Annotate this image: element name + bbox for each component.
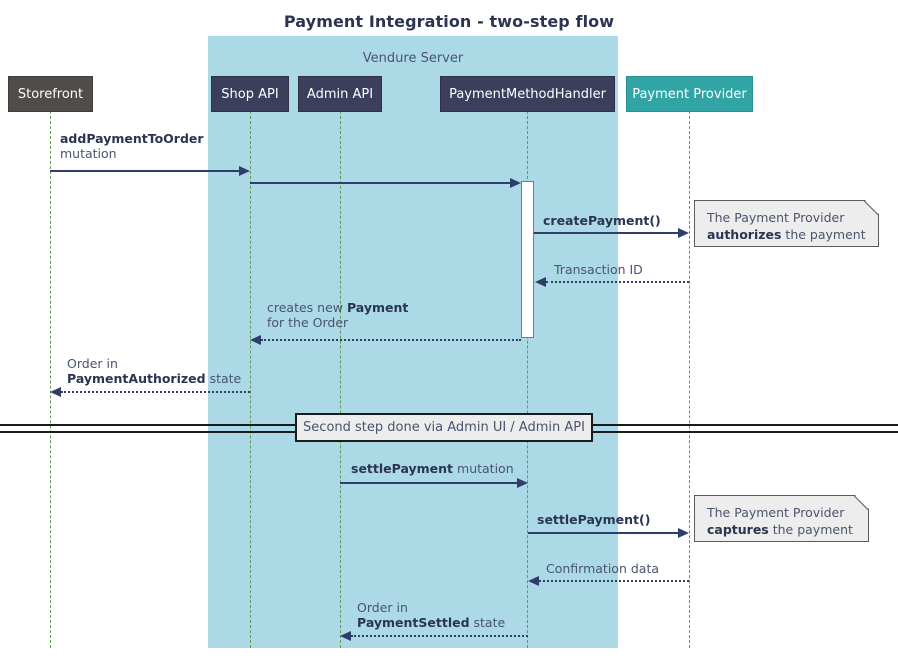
note-bold-authorizes: authorizes [707, 227, 782, 242]
group-label: Vendure Server [362, 51, 464, 66]
divider-box: Second step done via Admin UI / Admin AP… [295, 413, 593, 442]
note-bold-captures: captures [707, 522, 769, 537]
message-bold-settle-payment-call: settlePayment() [537, 512, 651, 527]
message-label-creates-new-payment: creates new Payment for the Order [267, 300, 408, 330]
participant-label-payment-provider: Payment Provider [632, 86, 747, 102]
activation-bar-payment-method-handler [521, 181, 534, 338]
message-post-state-1: state [205, 371, 242, 386]
message-line1-order-in: Order in [67, 356, 118, 371]
note-line1-captures: The Payment Provider [707, 505, 845, 520]
message-bold-create-payment: createPayment() [543, 213, 661, 228]
message-line-settle-payment-call [528, 532, 678, 534]
lifeline-shop-api [250, 111, 251, 648]
message-label-order-payment-authorized: Order in PaymentAuthorized state [67, 356, 241, 386]
arrow-head-settle-payment-mutation [517, 478, 528, 488]
message-label-settle-payment-call: settlePayment() [537, 512, 650, 527]
message-bold-payment-settled: PaymentSettled [357, 615, 470, 630]
message-bold-payment: Payment [346, 300, 409, 315]
note-post-captures: the payment [768, 522, 853, 537]
participant-payment-method-handler[interactable]: PaymentMethodHandler [440, 76, 615, 112]
lifeline-admin-api [340, 111, 341, 648]
participant-shop-api[interactable]: Shop API [211, 76, 289, 112]
note-line1-authorizes: The Payment Provider [707, 210, 845, 225]
note-fold-edge-icon [864, 200, 879, 215]
message-label-create-payment: createPayment() [543, 213, 661, 228]
message-label-order-payment-settled: Order in PaymentSettled state [357, 600, 505, 630]
message-line1-order-in-2: Order in [357, 600, 408, 615]
message-sub-mutation: mutation [60, 146, 117, 161]
message-label-add-payment-to-order: addPaymentToOrder mutation [60, 131, 204, 161]
participant-label-payment-method-handler: PaymentMethodHandler [449, 86, 606, 102]
note-post-authorizes: the payment [781, 227, 866, 242]
message-line-transaction-id [546, 281, 689, 283]
group-box-vendure-server [208, 36, 618, 648]
participant-label-storefront: Storefront [17, 86, 84, 102]
arrow-head-add-payment-to-order [239, 166, 250, 176]
arrow-head-creates-new-payment [250, 335, 261, 345]
note-captures: The Payment Provider captures the paymen… [694, 495, 869, 542]
message-label-confirmation-data: Confirmation data [546, 561, 659, 576]
message-post-state-2: state [469, 615, 506, 630]
arrow-head-transaction-id [535, 277, 546, 287]
arrow-head-order-payment-settled [340, 631, 351, 641]
participant-label-admin-api: Admin API [306, 86, 374, 102]
message-line-add-payment-to-order [50, 170, 239, 172]
participant-storefront[interactable]: Storefront [8, 76, 93, 112]
message-sub-for-the-order: for the Order [267, 315, 349, 330]
divider-label: Second step done via Admin UI / Admin AP… [303, 420, 585, 435]
lifeline-storefront [50, 111, 51, 648]
message-line-confirmation-data [539, 580, 689, 582]
message-line-order-payment-authorized [61, 391, 250, 393]
message-post-mutation: mutation [453, 461, 514, 476]
lifeline-payment-method-handler [527, 111, 528, 648]
message-line-creates-new-payment [261, 339, 521, 341]
message-label-transaction-id: Transaction ID [554, 262, 643, 277]
message-line-order-payment-settled [351, 635, 528, 637]
arrow-head-settle-payment-call [678, 528, 689, 538]
message-pre-creates-new: creates new [267, 300, 347, 315]
lifeline-payment-provider [689, 111, 690, 648]
participant-payment-provider[interactable]: Payment Provider [626, 76, 753, 112]
message-bold-payment-authorized: PaymentAuthorized [67, 371, 206, 386]
message-line-create-payment [534, 232, 678, 234]
arrow-head-create-payment [678, 228, 689, 238]
arrow-head-shop-api-to-handler [510, 178, 521, 188]
arrow-head-confirmation-data [528, 576, 539, 586]
message-text-confirmation-data: Confirmation data [546, 561, 660, 576]
message-text-transaction-id: Transaction ID [554, 262, 643, 277]
arrow-head-order-payment-authorized [50, 387, 61, 397]
message-bold-settle-payment: settlePayment [351, 461, 454, 476]
note-fold-edge-icon-2 [854, 495, 869, 510]
message-line-settle-payment-mutation [340, 482, 517, 484]
participant-admin-api[interactable]: Admin API [298, 76, 382, 112]
message-bold-add-payment-to-order: addPaymentToOrder [60, 131, 204, 146]
note-authorizes: The Payment Provider authorizes the paym… [694, 200, 879, 247]
participant-label-shop-api: Shop API [221, 86, 279, 102]
message-label-settle-payment-mutation: settlePayment mutation [351, 461, 514, 476]
page-title: Payment Integration - two-step flow [283, 12, 615, 31]
message-line-shop-api-to-handler [250, 182, 510, 184]
